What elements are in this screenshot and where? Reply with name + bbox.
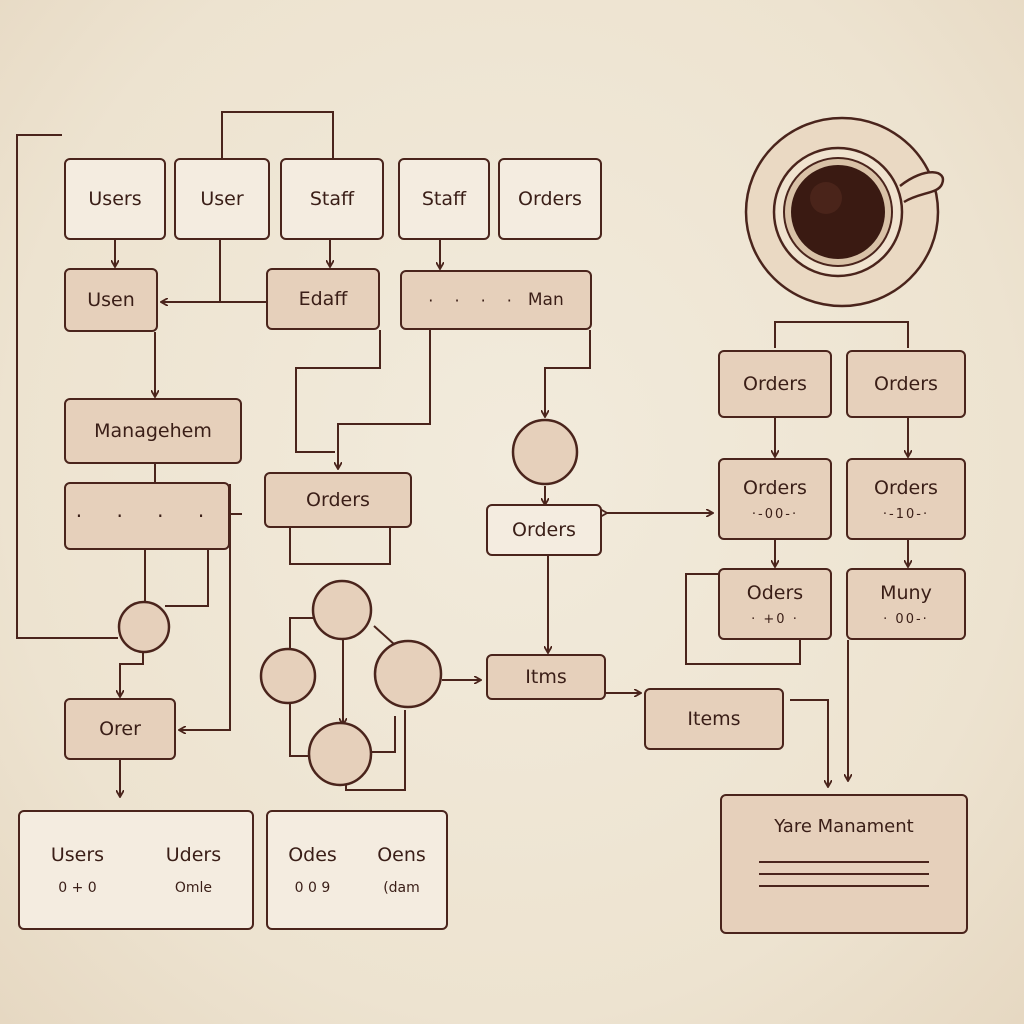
connector: [338, 330, 431, 468]
coffee-cup-icon: [744, 116, 945, 308]
connector: [685, 573, 801, 665]
node-label: Orders: [743, 373, 807, 395]
flow-circle: [311, 579, 373, 641]
flow-circle: [117, 600, 171, 654]
card-title: Users: [50, 844, 105, 866]
dots-label: · · · ·: [428, 290, 520, 310]
yare-management-card: Yare Manament: [720, 794, 968, 934]
connector: [165, 550, 209, 607]
node-label: Orders: [518, 188, 582, 210]
node-label: Oders: [746, 581, 804, 604]
card-subtitle: (dam: [383, 880, 420, 896]
node-label: Itms: [525, 666, 567, 688]
node-label: Items: [687, 708, 741, 730]
dots-label: · · · ·: [75, 504, 219, 528]
oders-node: Oders · +0 ·: [718, 568, 832, 640]
edaff-node: Edaff: [266, 268, 380, 330]
items-node: Itms: [486, 654, 606, 700]
node-label: Orders: [743, 476, 807, 499]
node-sublabel: · 00-·: [883, 611, 929, 627]
card-column: Oens (dam: [377, 844, 426, 896]
flow-circle: [373, 639, 443, 709]
node-sublabel: ·-00-·: [751, 506, 799, 522]
staff-node: Staff: [280, 158, 384, 240]
orders-node: Orders ·-10-·: [846, 458, 966, 540]
orders-node: Orders: [846, 350, 966, 418]
flow-circle: [259, 647, 317, 705]
node-label: Orders: [874, 373, 938, 395]
node-label: Man: [527, 290, 564, 310]
card-title: Uders: [165, 844, 222, 866]
node-label: Orders: [874, 476, 938, 499]
card-subtitle: 0 0 9: [294, 880, 331, 896]
dots-node: · · · ·: [64, 482, 230, 550]
connector: [180, 484, 231, 730]
connector: [774, 321, 909, 348]
node-label: Staff: [421, 188, 467, 210]
connector: [545, 330, 591, 416]
management-node: Managehem: [64, 398, 242, 464]
staff-node: Staff: [398, 158, 490, 240]
node-label: User: [200, 188, 244, 210]
connector: [370, 716, 396, 753]
flow-circle: [511, 418, 579, 486]
card-title: Odes: [288, 844, 337, 866]
card-subtitle: 0 + 0: [58, 880, 97, 896]
connector: [16, 134, 118, 639]
usen-node: Usen: [64, 268, 158, 332]
node-sublabel: · +0 ·: [751, 611, 799, 627]
card-title: Yare Manament: [774, 816, 914, 837]
card-column: Odes 0 0 9: [288, 844, 337, 896]
user-node: User: [174, 158, 270, 240]
connector: [373, 625, 396, 646]
connector: [120, 652, 144, 696]
orders-node: Orders: [486, 504, 602, 556]
node-label: Staff: [309, 188, 355, 210]
connector: [790, 699, 828, 786]
connector: [345, 710, 406, 791]
orders-node: Orders: [718, 350, 832, 418]
node-label: Orer: [99, 718, 141, 740]
text-lines: [759, 851, 929, 887]
users-node: Users: [64, 158, 166, 240]
orders-node: Orders ·-00-·: [718, 458, 832, 540]
connector: [221, 111, 334, 158]
node-label: Orders: [306, 489, 370, 511]
node-label: Muny: [880, 581, 932, 604]
card-title: Oens: [377, 844, 426, 866]
users-uders-card: Users 0 + 0 Uders Omle: [18, 810, 254, 930]
connector: [162, 240, 221, 302]
node-label: Users: [88, 188, 142, 210]
node-label: Usen: [87, 289, 135, 311]
node-label: Managehem: [94, 420, 212, 442]
orders-node: Orders: [498, 158, 602, 240]
muny-node: Muny · 00-·: [846, 568, 966, 640]
card-column: Users 0 + 0: [51, 844, 104, 896]
node-label: Orders: [512, 519, 576, 541]
man-node: · · · · Man: [400, 270, 592, 330]
orer-node: Orer: [64, 698, 176, 760]
flow-circle: [307, 721, 373, 787]
card-column: Uders Omle: [166, 844, 221, 896]
connector: [289, 528, 391, 565]
orders-node: Orders: [264, 472, 412, 528]
odes-oens-card: Odes 0 0 9 Oens (dam: [266, 810, 448, 930]
node-label: Edaff: [298, 288, 348, 310]
items-node: Items: [644, 688, 784, 750]
connector: [295, 330, 381, 453]
card-subtitle: Omle: [174, 880, 213, 896]
node-sublabel: ·-10-·: [882, 506, 930, 522]
